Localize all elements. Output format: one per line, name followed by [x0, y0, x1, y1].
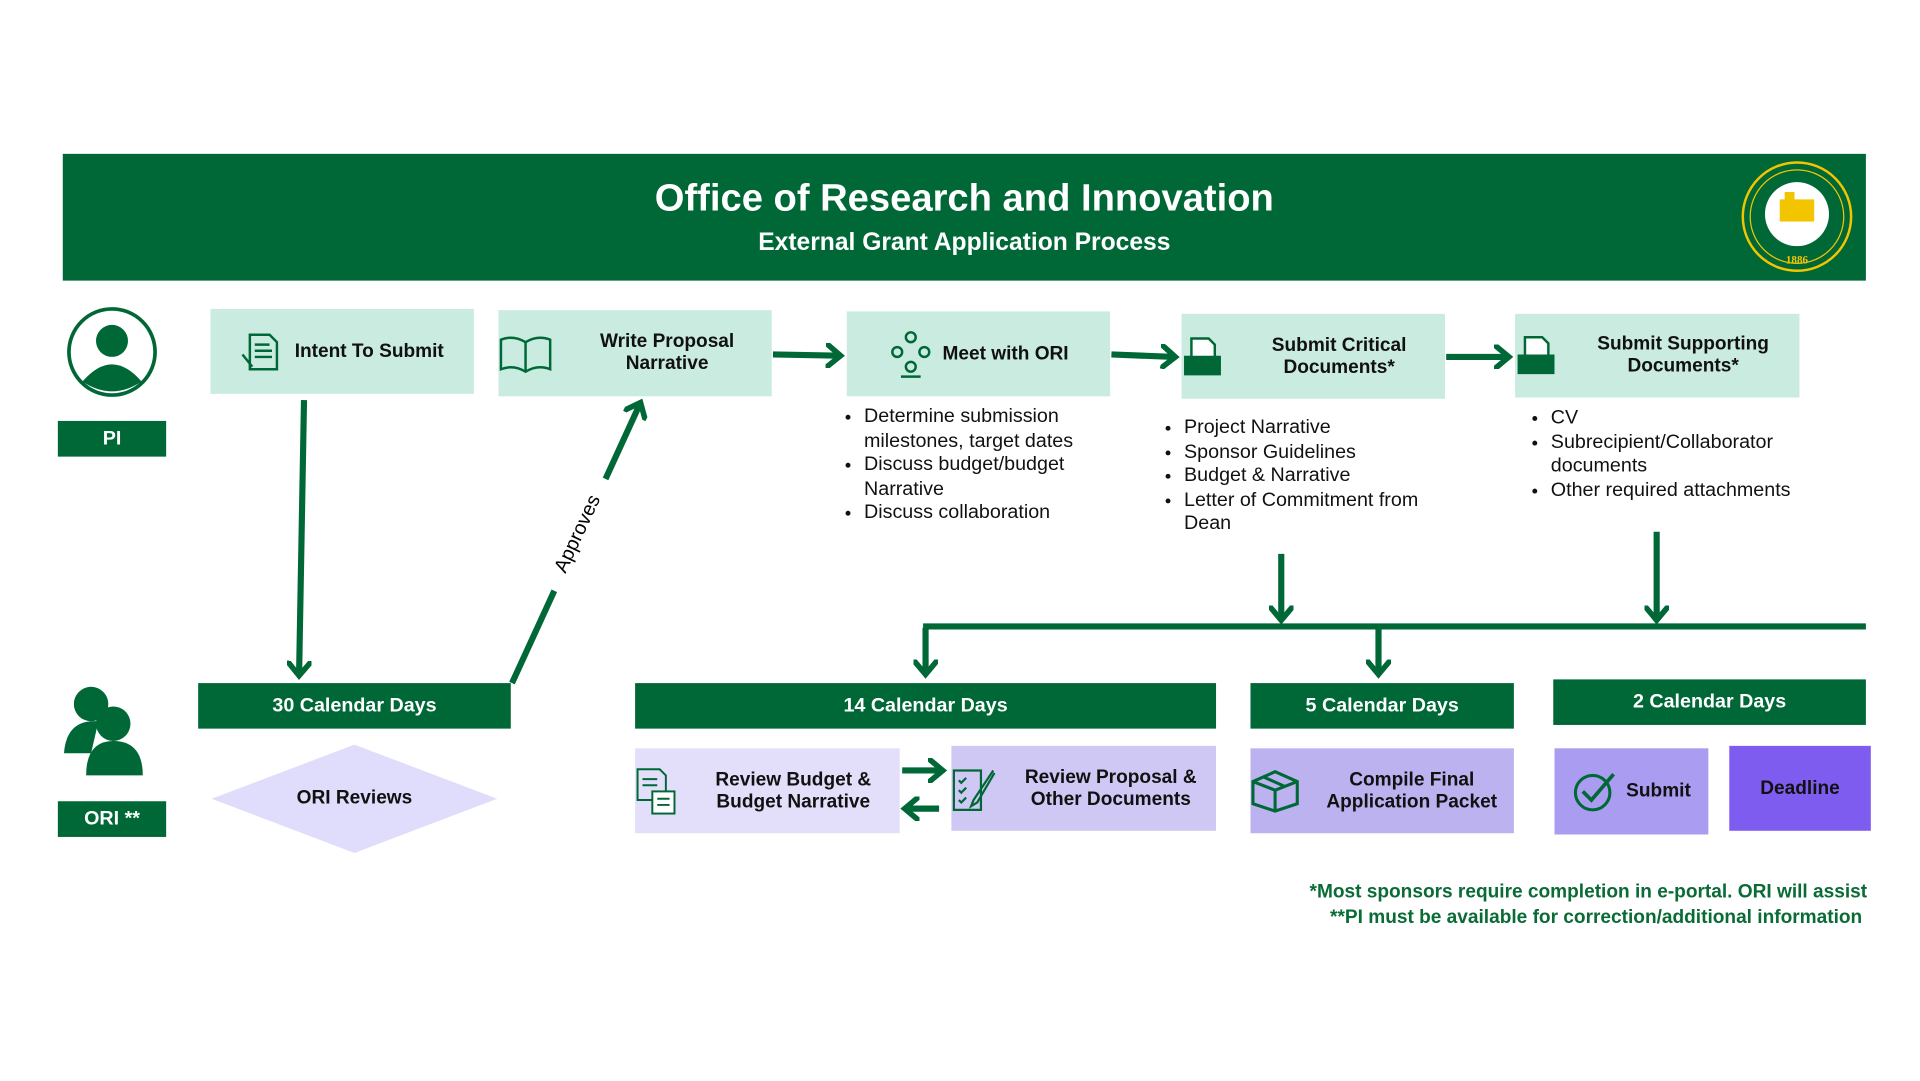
document-icon: [242, 332, 279, 370]
bullet-item: Subrecipient/Collaborator documents: [1551, 430, 1822, 478]
step-intent-to-submit: Intent To Submit: [210, 308, 474, 394]
ori-label: ORI **: [57, 801, 167, 837]
task-review-budget: Review Budget & Budget Narrative: [635, 748, 900, 834]
bullet-item: Other required attachments: [1551, 478, 1822, 502]
duration-14-days: 14 Calendar Days: [635, 683, 1217, 729]
pi-label: PI: [57, 420, 167, 457]
step-label: Intent To Submit: [294, 340, 444, 362]
step-submit-critical: Submit Critical Documents*: [1181, 313, 1445, 399]
team-meeting-icon: [890, 330, 931, 378]
task-review-proposal: Review Proposal & Other Documents: [951, 745, 1217, 831]
task-label: Compile Final Application Packet: [1326, 768, 1498, 812]
ori-reviews: ORI Reviews: [296, 787, 413, 809]
bullet-item: Letter of Commitment from Dean: [1184, 488, 1430, 536]
university-seal-logo: 1886: [1741, 161, 1853, 273]
file-tray-icon: [1184, 336, 1221, 375]
duration-5-days: 5 Calendar Days: [1250, 683, 1514, 729]
task-label: Review Proposal & Other Documents: [1024, 766, 1197, 810]
check-circle-icon: [1574, 772, 1616, 812]
task-label: Submit: [1626, 780, 1691, 802]
bullet-item: CV: [1551, 406, 1822, 430]
bullet-item: Discuss collaboration: [864, 501, 1110, 525]
step-meet-with-ori: Meet with ORI: [846, 311, 1111, 397]
task-compile-packet: Compile Final Application Packet: [1250, 748, 1514, 834]
header-banner: Office of Research and Innovation Extern…: [62, 153, 1866, 281]
package-box-icon: [1251, 769, 1299, 813]
calculator-document-icon: [636, 767, 676, 814]
checklist-pen-icon: [952, 768, 996, 811]
step-submit-supporting: Submit Supporting Documents*: [1515, 313, 1800, 398]
bullet-item: Determine submission milestones, target …: [864, 405, 1110, 453]
meet-bullets: Determine submission milestones, target …: [847, 405, 1110, 525]
critical-bullets: Project Narrative Sponsor Guidelines Bud…: [1167, 416, 1430, 536]
step-label: Submit Supporting Documents*: [1597, 333, 1769, 377]
bullet-item: Project Narrative: [1184, 416, 1430, 440]
bullet-item: Sponsor Guidelines: [1184, 440, 1430, 464]
footnote-pi-availability: **PI must be available for correction/ad…: [1330, 907, 1863, 929]
step-label: Write Proposal Narrative: [599, 331, 735, 375]
step-label: Submit Critical Documents*: [1271, 334, 1407, 378]
bullet-item: Budget & Narrative: [1184, 464, 1430, 488]
task-deadline: Deadline: [1729, 745, 1871, 831]
task-label: Review Budget & Budget Narrative: [715, 768, 872, 812]
svg-text:1886: 1886: [1786, 254, 1809, 266]
user-avatar-icon: [67, 307, 157, 397]
file-tray-icon: [1517, 336, 1555, 375]
page-title: Office of Research and Innovation: [654, 176, 1274, 220]
footnote-eportal: *Most sponsors require completion in e-p…: [1309, 881, 1868, 903]
page-subtitle: External Grant Application Process: [758, 228, 1171, 257]
duration-2-days: 2 Calendar Days: [1553, 679, 1866, 725]
open-book-icon: [499, 336, 552, 374]
supporting-bullets: CV Subrecipient/Collaborator documents O…: [1534, 406, 1822, 502]
ori-reviews-diamond: [211, 744, 498, 853]
task-submit: Submit: [1554, 748, 1709, 835]
step-write-proposal: Write Proposal Narrative: [498, 310, 772, 397]
users-group-icon: [64, 686, 143, 776]
step-label: Meet with ORI: [942, 342, 1069, 364]
bullet-item: Discuss budget/budget Narrative: [864, 453, 1110, 501]
duration-30-days: 30 Calendar Days: [198, 683, 511, 729]
